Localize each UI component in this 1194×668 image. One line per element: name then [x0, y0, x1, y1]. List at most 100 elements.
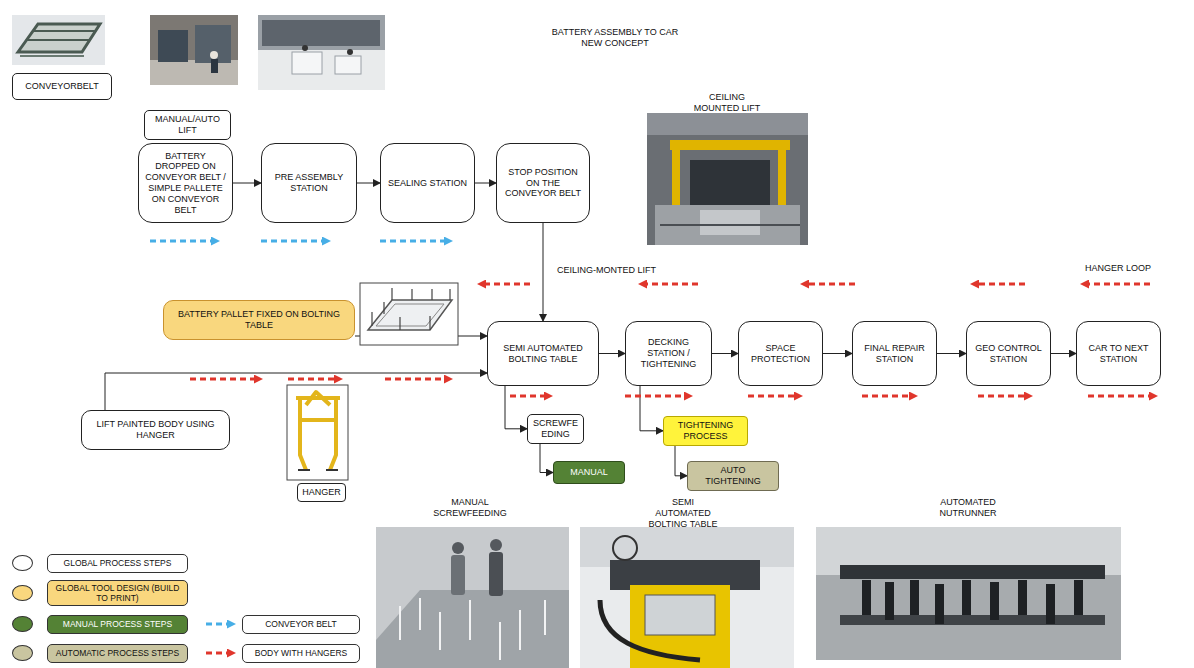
box-text: BATTERY DROPPED ON CONVEYOR BELT / SIMPL… — [143, 151, 228, 216]
hanger-flow-arrows — [385, 378, 449, 381]
screwfeeding-photo — [490, 539, 502, 551]
ceiling-lift-photo — [647, 113, 808, 135]
screwfeeding-photo — [376, 527, 569, 668]
flow-connector — [475, 183, 496, 184]
factory-photo — [211, 59, 218, 73]
hanger-illustration — [287, 385, 348, 480]
flow-connector — [937, 353, 966, 354]
pallet-illustration — [391, 288, 392, 300]
box-text: MANUAL/AUTO LIFT — [149, 114, 226, 136]
hanger-illustration — [296, 396, 340, 400]
process-box: GEO CONTROL STATION — [966, 321, 1051, 386]
pallet-illustration — [360, 283, 458, 345]
nutrunner-photo — [1018, 580, 1027, 615]
station-label: HANGER LOOP — [1078, 263, 1158, 274]
ceiling-lift-photo — [655, 205, 800, 245]
hanger-flow-arrows — [1084, 283, 1150, 286]
factory-photo — [210, 51, 218, 59]
flow-connector — [357, 183, 380, 184]
box-text: SEALING STATION — [388, 178, 467, 189]
flow-connector — [640, 386, 663, 431]
legend-text: GLOBAL TOOL DESIGN (BUILD TO PRINT) — [52, 583, 183, 603]
conveyor-flow-arrows — [150, 240, 216, 243]
screwfeeding-photo — [376, 527, 569, 668]
station-label: SEMI AUTOMATED BOLTING TABLE — [645, 497, 721, 529]
screwfeeding-photo — [452, 542, 464, 554]
box-text: MANUAL — [570, 467, 608, 478]
box-text: SPACE PROTECTION — [743, 343, 818, 365]
nutrunner-photo — [885, 582, 894, 620]
box-text: SCREWFEEDING — [532, 418, 579, 440]
station-label: MANUAL SCREWFEEDING — [430, 497, 510, 519]
process-box: BATTERY PALLET FIXED ON BOLTING TABLE — [163, 300, 355, 340]
nutrunner-photo — [840, 565, 1105, 579]
ceiling-lift-photo — [778, 150, 786, 205]
pallet-illustration — [431, 289, 432, 300]
screwfeeding-photo — [519, 610, 521, 650]
box-text: TIGHTENING PROCESS — [668, 420, 743, 442]
conveyor-illustration — [12, 15, 105, 65]
pallet-illustration — [376, 304, 444, 326]
box-text: AUTO TIGHTENING — [692, 465, 774, 487]
hanger-illustration — [326, 469, 338, 471]
conveyor-illustration — [20, 55, 84, 57]
nutrunner-photo — [1046, 584, 1055, 624]
screwfeeding-photo — [419, 598, 421, 630]
hanger-flow-arrows — [206, 652, 232, 655]
nutrunner-photo — [862, 580, 871, 615]
process-box: FINAL REPAIR STATION — [852, 321, 937, 386]
ceiling-lift-photo — [672, 150, 680, 205]
legend-swatch — [12, 616, 33, 632]
pallet-illustration — [360, 283, 458, 345]
hanger-illustration — [306, 392, 330, 405]
conveyor-illustration — [33, 30, 96, 32]
pallet-illustration — [371, 312, 372, 326]
ceiling-lift-photo — [700, 210, 760, 235]
conveyor-illustration — [12, 15, 105, 65]
pallet-illustration — [411, 289, 412, 300]
box-text: CAR TO NEXT STATION — [1081, 343, 1156, 365]
pallet-illustration — [372, 288, 450, 330]
factory-photo — [292, 52, 322, 74]
legend-box: AUTOMATIC PROCESS STEPS — [47, 644, 188, 663]
hanger-flow-arrows — [481, 283, 530, 286]
box-text: SEMI AUTOMATED BOLTING TABLE — [492, 343, 594, 365]
hanger-illustration — [300, 398, 306, 470]
bolting-table-photo — [645, 595, 715, 635]
legend-swatch — [12, 585, 33, 601]
hanger-illustration — [296, 392, 340, 470]
hanger-illustration — [298, 469, 310, 471]
legend-box: MANUAL PROCESS STEPS — [47, 615, 188, 634]
process-box: MANUAL/AUTO LIFT — [144, 110, 231, 140]
factory-photo — [302, 45, 308, 51]
process-box: SPACE PROTECTION — [738, 321, 823, 386]
bolting-table-photo — [580, 527, 794, 668]
legend-text: AUTOMATIC PROCESS STEPS — [56, 648, 179, 658]
factory-photo — [347, 49, 353, 55]
nutrunner-photo — [910, 580, 919, 615]
ceiling-lift-photo — [647, 113, 808, 245]
conveyor-flow-arrows — [206, 623, 232, 626]
nutrunner-photo — [816, 527, 1121, 660]
hanger-flow-arrows — [974, 283, 1025, 286]
process-box: STOP POSITION ON THE CONVEYOR BELT — [496, 143, 590, 223]
bolting-table-photo — [613, 536, 637, 560]
conveyor-flow-arrows — [380, 240, 449, 243]
legend-box: BODY WITH HANGERS — [242, 644, 360, 663]
flow-connector — [1051, 353, 1076, 354]
screwfeeding-photo — [399, 606, 401, 640]
screwfeeding-photo — [439, 612, 441, 650]
nutrunner-photo — [862, 580, 1083, 624]
process-box: CONVEYORBELT — [12, 73, 112, 100]
process-box: DECKING STATION / TIGHTENING — [625, 321, 712, 386]
hanger-flow-arrows — [804, 283, 855, 286]
bolting-table-photo — [580, 527, 794, 668]
factory-photo — [335, 56, 361, 74]
process-box: AUTO TIGHTENING — [687, 461, 779, 491]
flow-connector — [675, 446, 687, 476]
factory-photo — [258, 15, 385, 90]
ceiling-lift-photo — [670, 140, 790, 150]
factory-photo — [150, 15, 238, 85]
nutrunner-photo — [840, 615, 1105, 625]
